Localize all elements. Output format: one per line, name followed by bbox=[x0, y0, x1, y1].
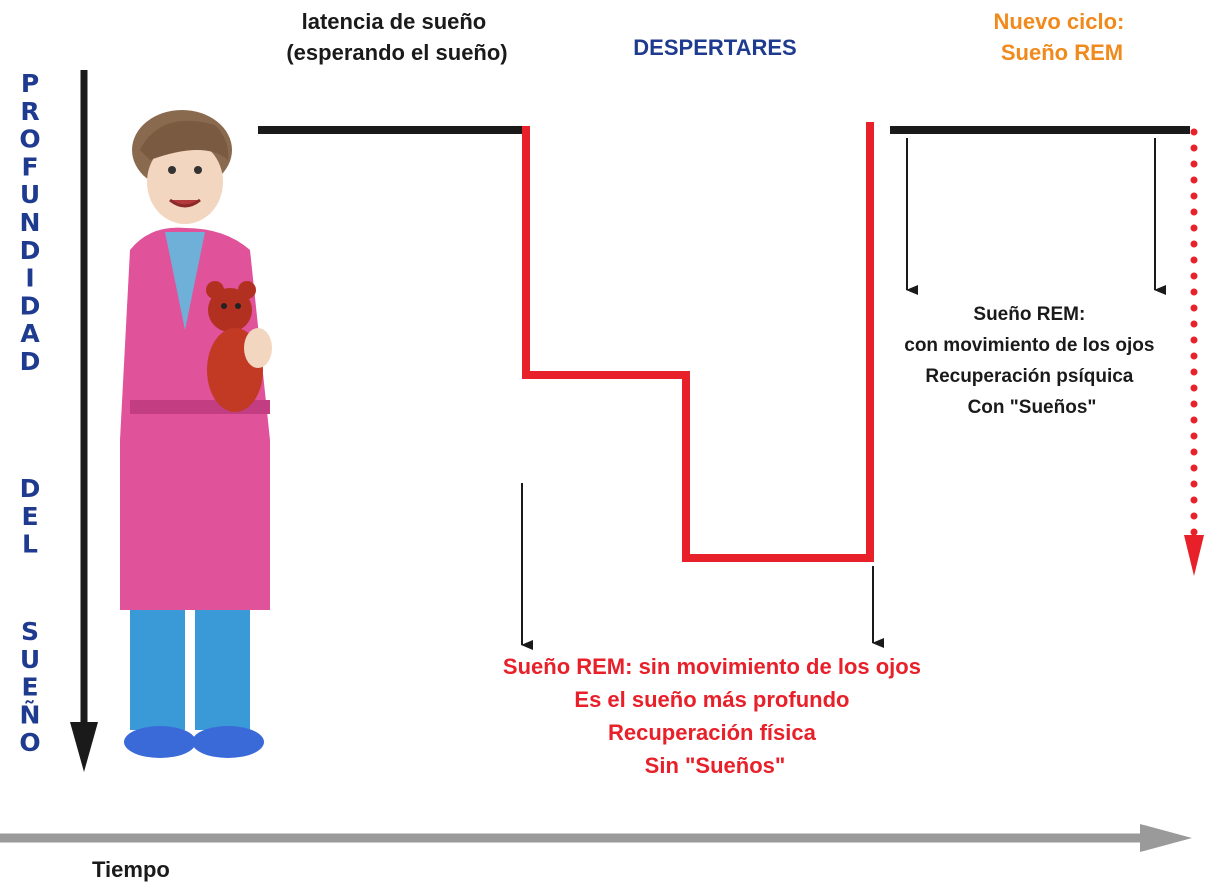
awakenings-label: DESPERTARES bbox=[633, 35, 796, 60]
depth-axis-letter: R bbox=[20, 97, 39, 126]
depth-axis-letter: O bbox=[19, 728, 40, 757]
depth-axis-letter: O bbox=[19, 125, 40, 154]
depth-axis-letter: D bbox=[20, 474, 41, 503]
depth-axis-letter: P bbox=[21, 69, 39, 98]
rem-notes: Sueño REM: con movimiento de los ojos Re… bbox=[904, 304, 1159, 418]
depth-axis-letter: U bbox=[20, 180, 40, 209]
depth-axis-letter: E bbox=[21, 673, 38, 702]
depth-axis-letter: L bbox=[22, 530, 38, 559]
depth-axis-letter: I bbox=[25, 264, 34, 293]
depth-axis-letter: D bbox=[20, 236, 41, 265]
new-cycle-label: Nuevo ciclo: Sueño REM bbox=[994, 9, 1131, 65]
depth-axis-letter: E bbox=[21, 502, 38, 531]
depth-axis-letter: F bbox=[21, 152, 38, 181]
child-illustration bbox=[120, 110, 272, 758]
latency-label: latencia de sueño (esperando el sueño) bbox=[286, 9, 507, 65]
time-label: Tiempo bbox=[92, 857, 170, 882]
depth-axis-letter: U bbox=[20, 645, 40, 674]
depth-axis-letter: D bbox=[20, 291, 41, 320]
depth-axis-letter: S bbox=[21, 617, 39, 646]
depth-axis-letter: D bbox=[20, 347, 41, 376]
hypnogram bbox=[258, 122, 1204, 576]
depth-axis-letter: Ñ bbox=[20, 700, 41, 729]
depth-axis bbox=[70, 70, 98, 772]
nrem-notes: Sueño REM: sin movimiento de los ojos Es… bbox=[503, 654, 927, 778]
pointer-arrows bbox=[521, 138, 1166, 650]
depth-axis-letter: N bbox=[20, 208, 41, 237]
time-axis bbox=[0, 824, 1192, 852]
depth-axis-letter: A bbox=[20, 319, 40, 348]
